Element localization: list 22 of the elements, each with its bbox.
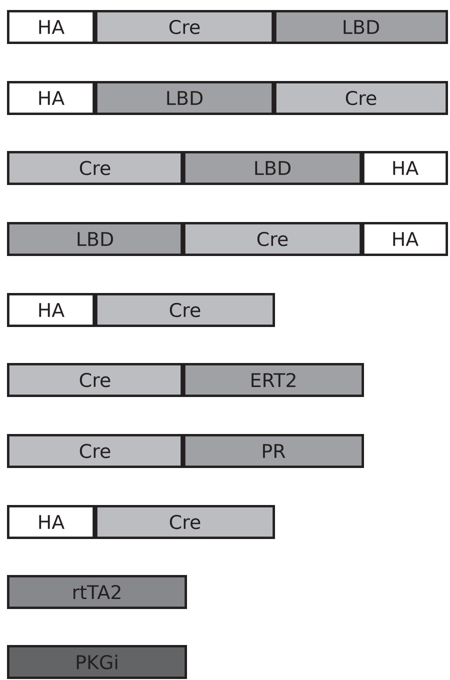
domain-segment: LBD [274, 10, 448, 44]
domain-segment: Cre [95, 10, 274, 44]
domain-segment: Cre [95, 505, 275, 539]
domain-segment: Cre [7, 363, 183, 397]
domain-segment: LBD [95, 81, 274, 115]
domain-segment: HA [7, 81, 95, 115]
domain-segment: Cre [7, 151, 183, 185]
domain-segment: HA [362, 151, 448, 185]
domain-segment: Cre [274, 81, 448, 115]
domain-segment: HA [7, 293, 95, 327]
domain-segment: LBD [183, 151, 362, 185]
domain-segment: Cre [95, 293, 275, 327]
domain-segment: HA [7, 505, 95, 539]
domain-segment: ERT2 [183, 363, 364, 397]
domain-segment: LBD [7, 222, 183, 256]
domain-segment: rtTA2 [7, 575, 187, 609]
domain-segment: PKGi [7, 645, 187, 679]
domain-segment: HA [362, 222, 448, 256]
domain-segment: Cre [7, 434, 183, 468]
domain-segment: Cre [183, 222, 362, 256]
domain-segment: HA [7, 10, 95, 44]
domain-segment: PR [183, 434, 364, 468]
